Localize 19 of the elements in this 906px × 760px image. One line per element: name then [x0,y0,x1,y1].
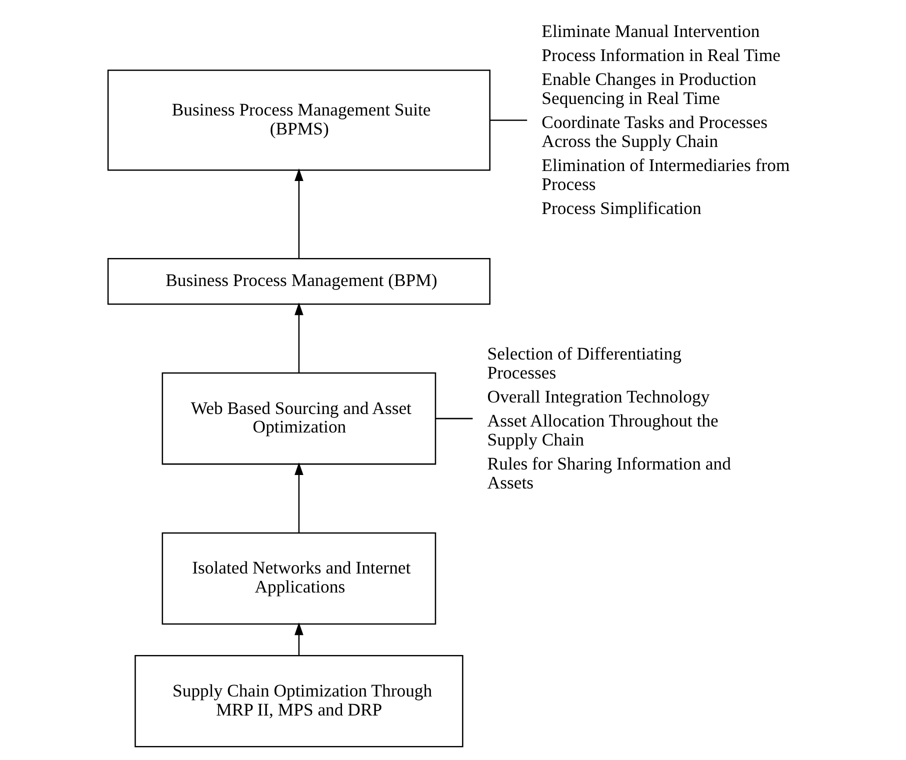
node-label: Enable Changes in Production Sequencing in Real Time [541,69,756,108]
arrow [294,462,303,533]
node-label: Coordinate Tasks and Processes Across the Supply Chain [541,112,768,152]
node-label: Elimination of Intermediaries from Process [541,155,790,194]
node-label: Eliminate Manual Intervention [541,21,760,42]
arrow [294,168,303,258]
node-label: Rules for Sharing Information and Assets [486,453,730,492]
node-box: Business Process Management Suite (BPMS) [106,70,490,171]
node-label: Asset Allocation Throughout the Supply Chain [486,410,718,450]
node-label: Process Information in Real Time [541,45,780,66]
node-label: Selection of Differentiating Processes [486,343,682,382]
node-label: Overall Integration Technology [486,386,710,406]
node-box: Web Based Sourcing and Asset Optimization [161,372,436,465]
node-box: Business Process Management (BPM) [106,258,490,305]
arrow [294,302,303,373]
node-box: Isolated Networks and Internet Applications [161,532,436,625]
node-box: Supply Chain Optimization Through MRP II, MPS and DRP [134,654,463,748]
node-label: Process Simplification [541,198,701,218]
arrow [294,622,303,656]
